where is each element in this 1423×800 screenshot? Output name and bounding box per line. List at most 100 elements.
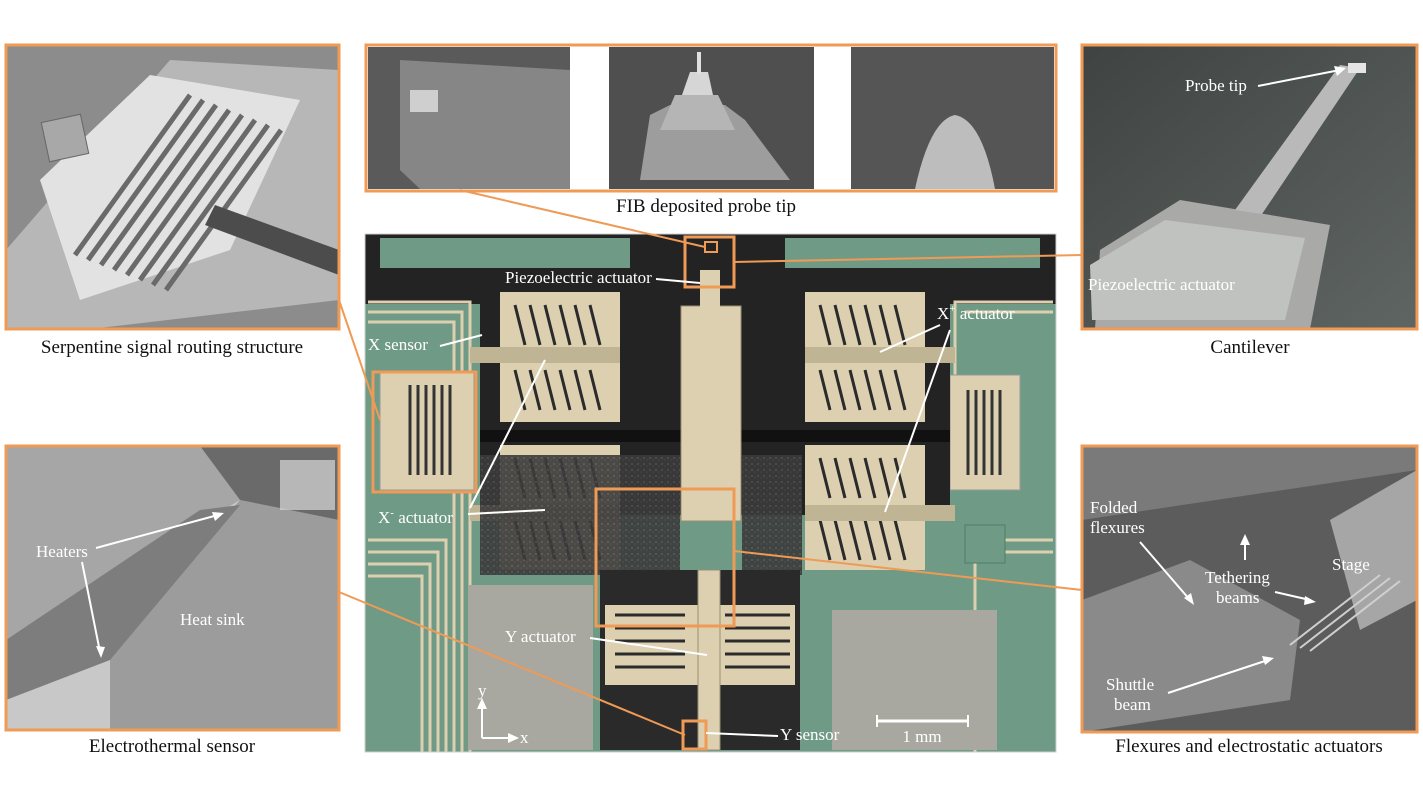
chip-xplus-label: X+ actuator [937,303,1015,323]
chip-top-pad-right [785,238,1040,268]
tether-label-1: Tethering [1205,568,1270,587]
serpentine-pad [40,75,300,300]
chip-piezo-arrow [655,278,701,284]
serpentine-frame [4,43,341,331]
cantilever-probe-tip [1348,63,1366,73]
connector-flexure [733,550,1083,591]
thermal-heat-sink [110,500,339,730]
chip-central-stage [680,305,742,522]
fib-stack-mid [660,95,735,130]
chip-pad-bottom-right [832,610,997,750]
chip-left-traces [368,300,472,752]
tether-label-2: beams [1216,588,1259,607]
flexure-caption: Flexures and electrostatic actuators [1115,736,1382,757]
fib-caption: FIB deposited probe tip [616,196,796,217]
callout-serpentine-box [371,370,478,494]
chip-yactuator-label: Y actuator [505,627,576,646]
connector-thermal [338,591,686,736]
heaters-label: Heaters [36,542,88,561]
fib-probe-needle [697,52,701,74]
thermal-left-plate [6,446,240,640]
heaters-arrowhead-upper [212,512,224,521]
serpentine-bond-pad [40,113,90,163]
chip-xminus-arrow-2 [469,359,546,509]
folded-label-2: flexures [1090,518,1145,537]
cantilever-beam [1235,65,1360,214]
heaters-arrow-upper [95,514,219,549]
heaters-arrowhead-lower [96,646,105,658]
thermal-panel: Heaters Heat sink Electrothermal sensor [4,444,341,757]
chip-piezo-label: Piezoelectric actuator [505,268,652,287]
tether-arrow-right [1274,591,1311,601]
xplus-bar-lower [805,505,955,521]
chip-serpentine-right-lines [966,390,1002,475]
fib-frame [364,43,1058,193]
chip-xsensor-arrow [439,334,483,347]
fib-block [400,60,570,189]
y-shuttle [697,569,721,751]
stage-label: Stage [1332,555,1370,574]
chip-top-pad-left [380,238,630,268]
thermal-caption: Electrothermal sensor [89,736,256,757]
xminus-bar-upper [470,347,620,363]
chip-ysensor-label: Y sensor [780,725,840,744]
cantilever-piezo-film [1090,220,1305,320]
probe-tip-arrowhead [1334,66,1346,76]
thermal-frame [4,444,341,732]
fib-panel: FIB deposited probe tip [364,43,1058,217]
y-comb-fingers [615,613,790,669]
cantilever-piezo-label: Piezoelectric actuator [1088,275,1235,294]
fib-stack-top [682,72,713,95]
chip-serpentine-left-lines [408,385,452,475]
probe-tip-label: Probe tip [1185,76,1247,95]
chip-xminus-arrow-1 [467,509,546,515]
flexure-shuttle-plate [1082,560,1300,732]
chip-border [364,233,1057,753]
xplus-bar-upper [805,347,955,363]
chip-yactuator-arrow [589,637,708,656]
thermal-gap [6,505,240,700]
shuttle-arrow [1167,659,1269,694]
axis-x-label: x [520,728,529,747]
serpentine-panel: Serpentine signal routing structure [4,43,341,358]
flexure-panel: Folded flexures Tethering beams Stage Sh… [1080,444,1419,757]
cantilever-panel: Probe tip Piezoelectric actuator Cantile… [1080,43,1419,358]
connector-cantilever [733,254,1083,263]
chip-pad-bottom-left [468,585,593,750]
connector-fib [459,189,706,248]
shuttle-label-2: beam [1114,695,1151,714]
chip-micrograph: Piezoelectric actuator X sensor X+ actua… [364,233,1057,753]
axis-x-arrowhead [508,733,519,743]
chip-small-pad [964,524,1006,564]
chip-ysensor-arrow [705,732,779,737]
chip-xplus-arrow-2 [884,329,951,513]
scale-bar-label: 1 mm [902,727,941,746]
tether-arrowhead-up [1240,534,1250,545]
folded-label-1: Folded [1090,498,1138,517]
tether-arrowhead-right [1304,596,1316,605]
folded-arrowhead [1184,593,1194,605]
shuttle-label-1: Shuttle [1106,675,1154,694]
heat-sink-label: Heat sink [180,610,245,629]
chip-xplus-arrow-1 [879,324,941,353]
axis-y-label: y [478,681,487,700]
flexure-stage [1330,470,1417,630]
thermal-bright-patch [280,460,335,510]
shuttle-arrowhead [1262,656,1274,665]
callout-flexure-box [594,487,736,628]
probe-tip-arrow [1257,69,1341,87]
connector-lines [338,189,1083,736]
connector-serpentine [338,299,381,421]
chip-xsensor-label: X sensor [368,335,428,354]
cantilever-caption: Cantilever [1210,337,1290,358]
serpentine-caption: Serpentine signal routing structure [41,337,303,358]
chip-xminus-label: X- actuator [378,507,453,527]
chip-cantilever-neck [700,270,720,310]
fib-tip-closeup [915,115,995,189]
chip-etched-left [480,455,680,575]
axis-y-arrowhead [477,698,487,709]
folded-arrow [1139,541,1191,601]
fib-tip-small [410,90,438,112]
flexure-comb-area [1082,446,1417,520]
